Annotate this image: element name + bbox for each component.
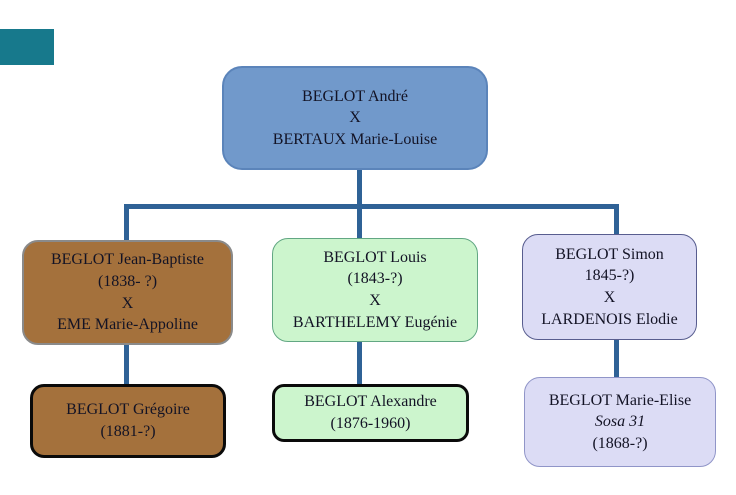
connector-drop-left-gen3: [124, 345, 129, 384]
node-label-line: BEGLOT Alexandre: [304, 393, 437, 411]
node-label-line: BEGLOT Marie-Elise: [548, 391, 692, 409]
node-label-line: EME Marie-Appoline: [57, 316, 198, 334]
node-beglot-marie-elise[interactable]: BEGLOT Marie-Elise Sosa 31 (1868-?): [524, 377, 716, 467]
connector-drop-middle: [357, 209, 362, 238]
node-label-line: BEGLOT Grégoire: [66, 401, 190, 419]
node-sosa-line: Sosa 31: [594, 413, 646, 431]
node-label-line: X: [369, 292, 381, 309]
connector-horizontal-bus: [124, 204, 619, 209]
connector-drop-right: [614, 204, 619, 235]
node-label-line: (1868-?): [592, 434, 648, 452]
node-label-line: (1876-1960): [330, 415, 411, 432]
node-beglot-simon[interactable]: BEGLOT Simon 1845-?) X LARDENOIS Elodie: [522, 234, 697, 340]
node-label-line: BERTAUX Marie-Louise: [272, 130, 438, 148]
node-beglot-alexandre[interactable]: BEGLOT Alexandre (1876-1960): [272, 384, 469, 442]
node-label-line: LARDENOIS Elodie: [541, 310, 678, 328]
node-label-line: X: [121, 294, 134, 312]
node-beglot-jean-baptiste[interactable]: BEGLOT Jean-Baptiste (1838- ?) X EME Mar…: [22, 240, 233, 345]
node-beglot-gregoire[interactable]: BEGLOT Grégoire (1881-?): [30, 384, 226, 458]
node-label-line: X: [349, 109, 361, 127]
node-label-line: BEGLOT Simon: [555, 245, 664, 263]
node-label-line: BEGLOT Louis: [323, 248, 427, 266]
node-label-line: X: [603, 289, 616, 306]
node-label-line: BEGLOT André: [302, 87, 408, 105]
node-label-line: BEGLOT Jean-Baptiste: [50, 251, 204, 269]
node-beglot-andre-bertaux[interactable]: BEGLOT André X BERTAUX Marie-Louise: [222, 66, 488, 170]
connector-root-drop: [357, 170, 362, 209]
node-beglot-louis[interactable]: BEGLOT Louis (1843-?) X BARTHELEMY Eugén…: [272, 238, 478, 342]
connector-drop-left: [124, 204, 129, 240]
node-label-line: BARTHELEMY Eugénie: [292, 313, 458, 331]
connector-drop-right-gen3: [614, 340, 619, 377]
node-label-line: (1881-?): [100, 423, 156, 440]
node-label-line: (1838- ?): [97, 272, 158, 290]
connector-drop-middle-gen3: [357, 342, 362, 384]
node-label-line: 1845-?): [584, 267, 635, 285]
node-label-line: (1843-?): [347, 270, 403, 288]
teal-corner-block: [0, 29, 54, 65]
